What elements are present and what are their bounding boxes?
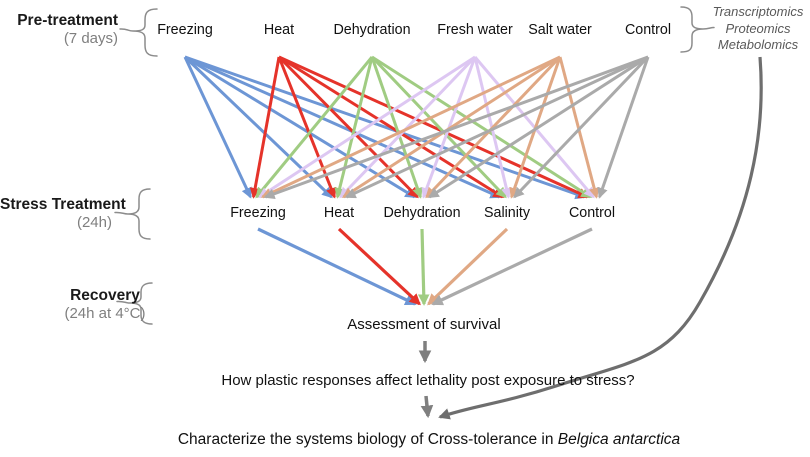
pretreatment-node-heat: Heat xyxy=(263,22,295,38)
conclusion-text: Characterize the systems biology of Cros… xyxy=(178,431,680,449)
stage-title: Recovery xyxy=(70,287,140,304)
pretreatment-arrow xyxy=(255,56,374,199)
pretreatment-arrow xyxy=(257,55,476,199)
stress-node-freezing: Freezing xyxy=(230,205,286,221)
pretreatment-arrow xyxy=(183,55,333,199)
pretreatment-node-fresh-water: Fresh water xyxy=(437,22,513,38)
assessment-label: Assessment of survival xyxy=(347,316,501,333)
stage-title: Stress Treatment xyxy=(0,196,126,213)
pretreatment-arrow xyxy=(184,55,587,200)
stress-arrow xyxy=(337,227,421,306)
species-name: Belgica antarctica xyxy=(557,431,681,448)
stress-stage-label: Stress Treatment (24h) xyxy=(0,196,126,232)
recovery-stage-label: Recovery (24h at 4°C) xyxy=(30,287,180,323)
stress-arrow xyxy=(417,228,430,306)
pretreatment-arrow xyxy=(513,55,650,199)
pretreatment-arrow xyxy=(597,56,650,199)
pretreatment-arrow xyxy=(249,56,281,199)
stress-node-heat: Heat xyxy=(323,205,355,221)
pretreatment-node-salt-water: Salt water xyxy=(528,22,592,38)
stress-node-control: Control xyxy=(568,205,616,221)
stage-subtitle: (24h at 4°C) xyxy=(64,305,146,322)
pretreatment-node-dehydration: Dehydration xyxy=(333,22,411,38)
pretreatment-arrow xyxy=(344,55,649,199)
stage-title: Pre-treatment xyxy=(17,12,118,29)
omics-line-metabolomics: Metabolomics xyxy=(717,37,799,52)
pretreatment-stage-label: Pre-treatment (7 days) xyxy=(0,12,118,48)
omics-line-transcriptomics: Transcriptomics xyxy=(712,4,804,19)
stress-node-salinity: Salinity xyxy=(483,205,531,221)
pretreatment-arrow xyxy=(558,56,600,199)
stress-arrow xyxy=(431,227,593,306)
conclusion-prefix: Characterize the systems biology of Cros… xyxy=(177,431,558,448)
recovery-brace-icon xyxy=(116,282,153,325)
pretreatment-node-freezing: Freezing xyxy=(157,22,213,38)
pretreatment-arrow xyxy=(341,55,561,199)
pretreatment-arrow xyxy=(260,55,561,199)
pretreatment-arrow xyxy=(425,55,562,199)
pretreatment-arrow xyxy=(183,56,252,199)
stage-subtitle: (24h) xyxy=(76,214,112,231)
stress-arrow xyxy=(257,227,417,306)
pretreatment-brace-icon xyxy=(119,8,158,57)
pretreatment-arrow xyxy=(263,55,649,199)
flow-arrow-down-2 xyxy=(420,395,434,419)
stage-subtitle: (7 days) xyxy=(63,30,118,47)
omics-brace-icon xyxy=(680,6,715,53)
pretreatment-node-control: Control xyxy=(624,22,672,38)
question-text: How plastic responses affect lethality p… xyxy=(221,372,635,389)
omics-panel: Transcriptomics Proteomics Metabolomics xyxy=(703,4,810,54)
stress-arrow xyxy=(427,227,509,306)
omics-line-proteomics: Proteomics xyxy=(725,20,791,36)
pretreatment-arrow xyxy=(427,55,649,199)
pretreatment-arrow xyxy=(334,56,374,199)
pretreatment-arrow xyxy=(370,56,423,199)
stress-node-dehydration: Dehydration xyxy=(383,205,461,221)
pretreatment-arrow xyxy=(509,56,562,199)
omics-curve-arrow xyxy=(438,56,763,420)
pretreatment-arrow xyxy=(184,55,417,199)
pretreatment-arrow xyxy=(370,55,507,199)
stress-brace-icon xyxy=(114,188,151,240)
pretreatment-arrow xyxy=(371,55,593,199)
